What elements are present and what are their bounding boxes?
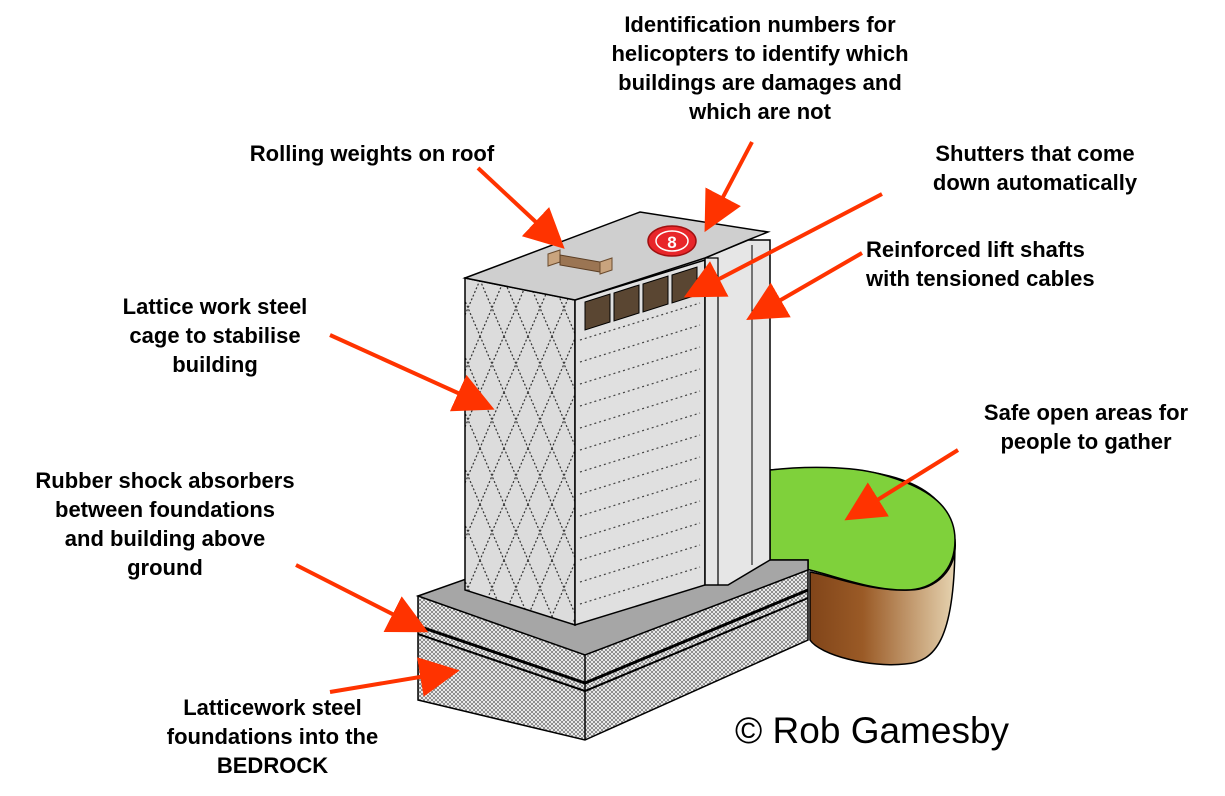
building <box>462 211 771 627</box>
label-line: which are not <box>689 99 831 124</box>
label-open-areas: Safe open areas for people to gather <box>958 398 1214 456</box>
shock-absorber-layer-2 <box>417 597 809 693</box>
arrow-shutters <box>683 192 883 298</box>
shock-absorber-layer-1 <box>417 588 809 685</box>
arrow-identification <box>704 141 754 233</box>
helicopter-id-marker: 8 <box>647 225 697 257</box>
label-line: Identification numbers for <box>624 12 896 37</box>
grass-surface <box>769 466 956 591</box>
safe-open-area <box>769 466 956 666</box>
annotation-arrows <box>295 141 960 697</box>
label-rolling-weights: Rolling weights on roof <box>222 139 522 168</box>
lattice-cage-facade <box>464 277 576 627</box>
copyright-credit: © Rob Gamesby <box>735 710 1010 751</box>
label-foundations: Latticework steel foundations into the B… <box>140 693 405 780</box>
label-line: Rubber shock absorbers <box>35 468 295 493</box>
label-line: and building above <box>64 526 266 551</box>
label-line: ground <box>127 555 203 580</box>
label-identification-numbers: Identification numbers for helicopters t… <box>590 10 930 126</box>
label-line: Safe open areas for <box>983 400 1189 425</box>
label-lift-shafts: Reinforced lift shafts with tensioned ca… <box>866 235 1146 293</box>
label-shutters: Shutters that come down automatically <box>905 139 1165 197</box>
label-line: people to gather <box>1000 429 1172 454</box>
label-shock-absorbers: Rubber shock absorbers between foundatio… <box>8 466 322 582</box>
label-line: down automatically <box>932 170 1138 195</box>
label-line: Reinforced lift shafts <box>866 237 1085 262</box>
arrow-rolling-weights <box>476 166 565 249</box>
arrow-shock-absorbers <box>295 563 429 633</box>
label-lattice-cage: Lattice work steel cage to stabilise bui… <box>95 292 335 379</box>
label-line: Shutters that come <box>935 141 1135 166</box>
label-line: Rolling weights on roof <box>249 141 495 166</box>
label-line: buildings are damages and <box>618 70 902 95</box>
label-line: BEDROCK <box>216 753 329 778</box>
label-line: between foundations <box>55 497 275 522</box>
label-line: Latticework steel <box>183 695 362 720</box>
label-line: foundations into the <box>166 724 379 749</box>
label-line: Lattice work steel <box>122 294 308 319</box>
label-line: cage to stabilise <box>129 323 301 348</box>
arrow-lattice-cage <box>329 333 495 412</box>
label-line: helicopters to identify which <box>611 41 909 66</box>
lift-shaft <box>704 239 771 586</box>
arrow-lift-shafts <box>746 251 864 321</box>
arrow-open-areas <box>844 448 960 521</box>
label-line: building <box>172 352 258 377</box>
rolling-weights <box>547 249 613 275</box>
arrow-foundations <box>329 657 460 697</box>
label-line: with tensioned cables <box>866 266 1095 291</box>
roof-marker-number: 8 <box>667 233 676 252</box>
floor-lines <box>579 302 701 605</box>
